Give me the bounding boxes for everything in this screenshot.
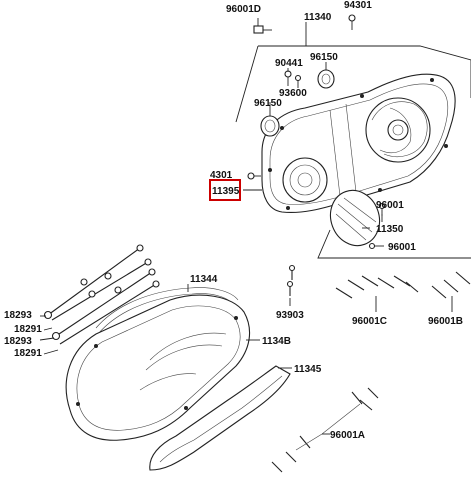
bolt-96001d xyxy=(253,25,272,34)
long-bolts-18293 xyxy=(43,244,160,345)
screws-93903 xyxy=(286,264,296,296)
screws-96001b xyxy=(431,271,471,299)
label-11344: 11344 xyxy=(190,274,218,285)
leaders-lower xyxy=(39,284,453,435)
outer-cover-part xyxy=(261,73,456,213)
gasket-11344 xyxy=(95,287,239,335)
label-94301-top: 94301 xyxy=(344,0,372,11)
screw-96001-b xyxy=(368,242,384,250)
label-18293-a: 18293 xyxy=(4,310,32,321)
highlight-box-11395 xyxy=(209,179,241,201)
label-96150-a: 96150 xyxy=(310,52,338,63)
seal-96150-b xyxy=(260,115,280,137)
label-90441: 90441 xyxy=(275,58,303,69)
label-1134b: 1134B xyxy=(262,336,291,347)
label-96150-b: 96150 xyxy=(254,98,282,109)
pin-94301 xyxy=(348,14,356,30)
plate-11350 xyxy=(329,189,381,247)
label-11395: 11395 xyxy=(212,186,240,197)
lower-cover-1134b xyxy=(65,294,251,441)
label-4301-side: 4301 xyxy=(210,170,233,181)
label-93600: 93600 xyxy=(279,88,307,99)
label-96001b-label: 96001B xyxy=(428,316,463,327)
label-11350: 11350 xyxy=(376,224,404,235)
pin-4301-side xyxy=(247,172,261,180)
label-11340: 11340 xyxy=(304,12,332,23)
label-93903: 93903 xyxy=(276,310,304,321)
label-96001d: 96001D xyxy=(226,4,261,15)
label-96001a: 96001A xyxy=(330,430,365,441)
label-96001-a: 96001 xyxy=(376,200,404,211)
bolt-93600 xyxy=(294,74,302,88)
label-18291-a: 18291 xyxy=(14,324,42,335)
trim-11345 xyxy=(149,365,291,471)
label-18291-b: 18291 xyxy=(14,348,42,359)
group-11340-outline xyxy=(235,45,471,259)
bolt-90441 xyxy=(284,70,292,86)
screws-96001c xyxy=(335,275,419,299)
leaders-upper xyxy=(243,18,383,229)
label-11345: 11345 xyxy=(294,364,322,375)
label-96001-b: 96001 xyxy=(388,242,416,253)
seal-96150-a xyxy=(317,69,335,89)
label-18293-b: 18293 xyxy=(4,336,32,347)
label-96001c: 96001C xyxy=(352,316,387,327)
